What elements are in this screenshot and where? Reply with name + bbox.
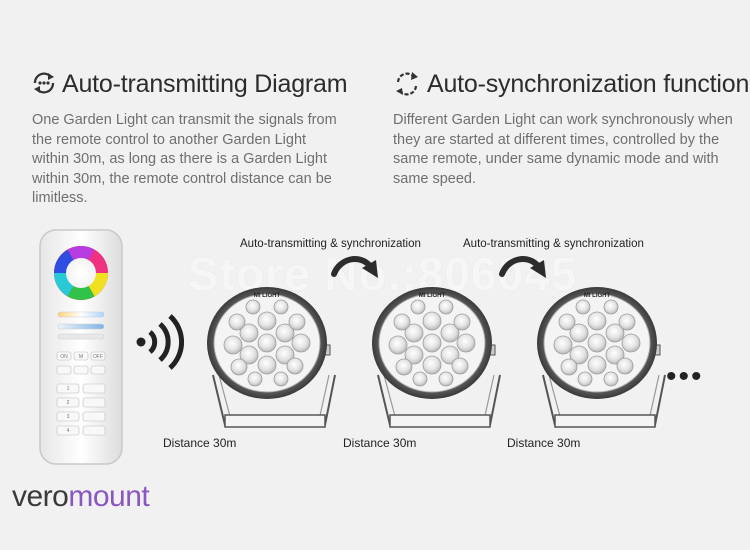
distance-label-1: Distance 30m — [163, 436, 237, 450]
remote-zone-1-label: 1 — [67, 386, 70, 392]
distance-label-3: Distance 30m — [507, 436, 581, 450]
right-section-description: Different Garden Light can work synchron… — [393, 112, 733, 187]
ellipsis: ••• — [666, 360, 704, 393]
lamp-2-brand-label: MI LIGHT — [419, 293, 446, 299]
curved-arrow-icon — [498, 252, 550, 288]
garden-light-2: MI LIGHT — [360, 275, 520, 445]
remote-mode-label: M — [79, 354, 83, 360]
signal-waves-icon — [134, 314, 185, 370]
remote-zone-4-label: 4 — [67, 428, 70, 434]
garden-light-1: MI LIGHT — [195, 275, 355, 445]
auto-transmit-icon — [31, 70, 57, 96]
remote-off-label: OFF — [93, 354, 103, 360]
left-section-title: Auto-transmitting Diagram — [62, 70, 348, 98]
lamp-3-brand-label: MI LIGHT — [584, 293, 611, 299]
remote-on-label: ON — [60, 354, 68, 360]
brand-logo-part2: mount — [68, 480, 150, 513]
right-section-title: Auto-synchronization function — [427, 70, 750, 98]
remote-zone-3-label: 3 — [67, 414, 70, 420]
left-section-description: One Garden Light can transmit the signal… — [32, 112, 337, 206]
brand-logo-part1: vero — [12, 480, 69, 513]
lamp-1-brand-label: MI LIGHT — [254, 293, 281, 299]
curved-arrow-icon — [330, 252, 382, 288]
brand-logo: veromount — [12, 480, 150, 514]
remote-zone-2-label: 2 — [67, 400, 70, 406]
auto-transmit-sync-label-2: Auto-transmitting & synchronization — [463, 238, 644, 250]
sync-icon — [393, 70, 421, 98]
auto-transmit-sync-label-1: Auto-transmitting & synchronization — [240, 238, 421, 250]
distance-label-2: Distance 30m — [343, 436, 417, 450]
garden-light-3: MI LIGHT — [525, 275, 685, 445]
remote-control: ON M OFF 1 2 3 4 — [38, 228, 124, 466]
